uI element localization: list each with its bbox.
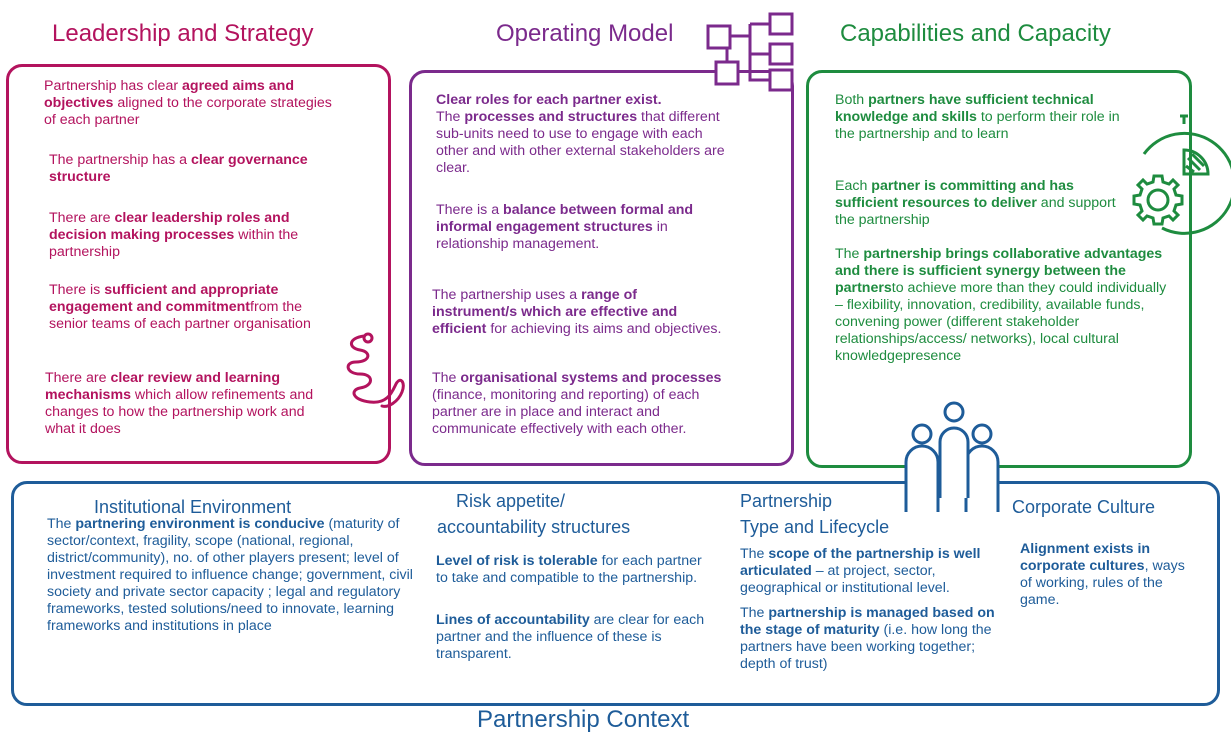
capabilities-item: The partnership brings collaborative adv… [835, 246, 1167, 364]
risk-title-line1: Risk appetite/ [456, 491, 566, 511]
leadership-item: There are clear review and learning mech… [45, 370, 314, 437]
operating-item: Clear roles for each partner exist. [436, 92, 662, 108]
institutional-title: Institutional Environment [94, 497, 292, 517]
culture-text: Alignment exists in corporate cultures, … [1020, 541, 1185, 608]
operating-item: The organisational systems and processes… [432, 370, 722, 437]
gear-clock-icon [1132, 114, 1231, 235]
leadership-item: There are clear leadership roles and dec… [49, 210, 299, 260]
type-item: The partnership is managed based on the … [740, 605, 995, 672]
leadership-box [6, 64, 391, 464]
operating-item: The processes and structures that differ… [436, 109, 725, 176]
operating-box [409, 70, 794, 466]
capabilities-item: Both partners have sufficient technical … [835, 92, 1120, 142]
context-title: Partnership Context [477, 706, 690, 733]
culture-title: Corporate Culture [1012, 497, 1156, 517]
leadership-title: Leadership and Strategy [52, 20, 314, 47]
people-icon [904, 401, 1000, 512]
capabilities-item: Each partner is committing and has suffi… [835, 178, 1116, 228]
context-box [11, 481, 1220, 706]
operating-model-title: Operating Model [496, 20, 674, 47]
operating-item: There is a balance between formal and in… [436, 202, 694, 252]
org-chart-icon [706, 12, 794, 92]
institutional-text: The partnering environment is conducive … [47, 516, 413, 634]
spring-icon [346, 332, 405, 408]
type-item: The scope of the partnership is well art… [740, 546, 981, 596]
risk-title-line2: accountability structures [437, 517, 631, 537]
risk-item: Lines of accountability are clear for ea… [436, 612, 705, 662]
leadership-item: Partnership has clear agreed aims and ob… [44, 78, 332, 128]
risk-item: Level of risk is tolerable for each part… [436, 553, 702, 586]
operating-item: The partnership uses a range of instrume… [432, 287, 722, 337]
leadership-item: The partnership has a clear governance s… [49, 152, 308, 185]
type-title-line1: Partnership [740, 491, 833, 511]
leadership-item: There is sufficient and appropriate enga… [49, 282, 311, 332]
capabilities-title: Capabilities and Capacity [840, 20, 1111, 47]
type-title-line2: Type and Lifecycle [740, 517, 890, 537]
